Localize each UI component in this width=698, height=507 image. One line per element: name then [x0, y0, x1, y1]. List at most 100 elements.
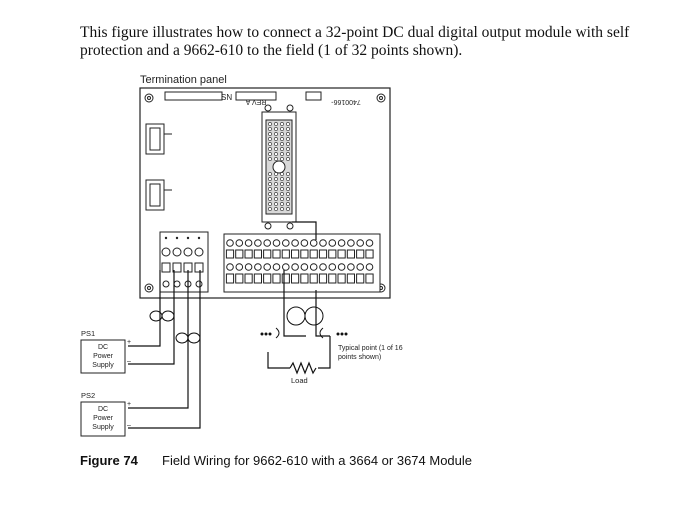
terminal-screw: [300, 239, 309, 247]
connector-pin: [280, 137, 284, 141]
connector-pin: [274, 137, 278, 141]
wiring-diagram: Termination panel SN REV A 7400166-: [80, 74, 403, 437]
part-number-label: 7400166-: [331, 98, 361, 105]
connector-pin: [268, 122, 272, 126]
connector-pins: [268, 122, 290, 211]
shield-arcs: [275, 327, 324, 339]
connector-pin: [286, 202, 290, 206]
connector-pin: [280, 122, 284, 126]
connector-pin: [286, 207, 290, 211]
connector-pin: [286, 142, 290, 146]
terminal-clamp: [194, 262, 204, 273]
terminal-screw: [319, 263, 327, 271]
ps1-plus: +: [127, 339, 131, 346]
connector-pin: [274, 127, 278, 131]
ps2-label: PS2: [81, 391, 95, 400]
connector-pin: [274, 177, 278, 181]
terminal-screw: [309, 239, 318, 247]
terminal-screw: [272, 263, 281, 271]
rev-box: [235, 91, 277, 101]
connector-pin: [274, 202, 278, 206]
connector-pin: [280, 172, 284, 176]
connector-pin: [274, 182, 278, 186]
termination-panel-label: Termination panel: [140, 74, 227, 86]
terminal-marker: [175, 236, 179, 240]
terminal-screw: [183, 247, 193, 257]
module-connector: [261, 104, 297, 230]
terminal-clamp: [281, 273, 290, 284]
terminal-screw-small: [173, 280, 181, 288]
terminal-screw: [356, 263, 365, 271]
connector-pin: [286, 192, 290, 196]
terminal-screw: [282, 263, 290, 271]
terminal-clamp: [365, 249, 374, 259]
ps2-line-3: Supply: [92, 424, 114, 431]
terminal-screw: [172, 247, 182, 257]
connector-pin: [274, 142, 278, 146]
typical-note-line-2: points shown): [338, 354, 381, 361]
terminal-screw: [235, 239, 244, 247]
connector-pin: [286, 177, 290, 181]
terminal-screw: [226, 239, 234, 247]
terminal-screw: [272, 239, 281, 247]
connector-pin: [286, 182, 290, 186]
connector-pin: [274, 197, 278, 201]
connector-pin: [280, 177, 284, 181]
terminal-clamp: [328, 249, 337, 259]
connector-pin: [268, 177, 272, 181]
wiring-figure: Termination panel SN REV A 7400166-: [78, 70, 438, 445]
terminal-screw: [263, 263, 271, 271]
connector-pin: [280, 142, 284, 146]
terminal-screw: [347, 263, 355, 271]
connector-pin: [280, 182, 284, 186]
connector-pin: [280, 207, 284, 211]
terminal-clamp: [281, 249, 290, 259]
terminal-screw: [282, 239, 290, 247]
terminal-screw: [226, 263, 234, 271]
terminal-clamp: [272, 249, 281, 259]
ps2-box: [80, 401, 126, 437]
typical-note-line-1: Typical point (1 of 16: [338, 345, 403, 352]
connector-pin: [286, 132, 290, 136]
terminal-screw: [244, 239, 253, 247]
terminal-screw: [291, 263, 299, 271]
connector-pin: [268, 187, 272, 191]
terminal-clamp: [365, 273, 374, 284]
connector-pin: [268, 147, 272, 151]
connector-pin: [280, 147, 284, 151]
terminal-screw: [244, 263, 253, 271]
terminal-clamp: [300, 249, 309, 259]
terminal-screw: [319, 239, 327, 247]
terminal-screw: [161, 247, 171, 257]
terminal-clamp: [244, 273, 253, 284]
connector-pin: [274, 147, 278, 151]
connector-pin: [280, 202, 284, 206]
connector-pin: [274, 192, 278, 196]
terminal-marker: [186, 236, 190, 240]
terminal-clamp: [346, 249, 355, 259]
intro-paragraph: This figure illustrates how to connect a…: [80, 24, 630, 59]
ps1-line-1: DC: [98, 344, 108, 351]
connector-pin: [286, 197, 290, 201]
terminal-clamp: [263, 273, 272, 284]
terminal-screw-small: [195, 280, 203, 288]
connector-pin: [280, 132, 284, 136]
ps2-line-2: Power: [93, 415, 114, 422]
connector-pin: [274, 187, 278, 191]
connector-pin: [268, 127, 272, 131]
terminal-clamp: [244, 249, 253, 259]
figure-caption-text: Field Wiring for 9662-610 with a 3664 or…: [162, 453, 473, 468]
ps1-label: PS1: [81, 329, 95, 338]
terminal-screw: [365, 239, 374, 247]
connector-pin: [274, 207, 278, 211]
load-resistor: [289, 361, 317, 375]
power-terminals: [161, 236, 204, 288]
terminal-clamp: [318, 273, 328, 284]
field-wires: [128, 221, 331, 429]
terminal-clamp: [263, 249, 272, 259]
sn-label: SN: [221, 93, 232, 102]
terminal-screw: [337, 239, 346, 247]
connector-pin: [274, 172, 278, 176]
connector-pin: [268, 137, 272, 141]
